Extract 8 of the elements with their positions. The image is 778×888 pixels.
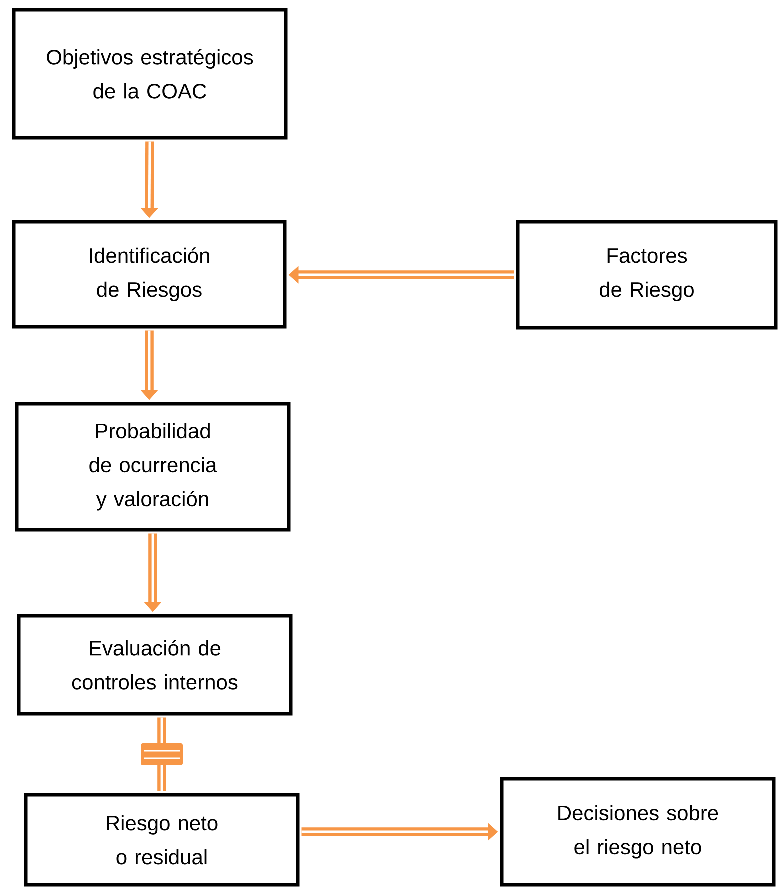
process-box: Riesgo neto o residual [24, 793, 300, 887]
equals-sign [141, 718, 183, 792]
process-box: Probabilidad de ocurrencia y valoración [15, 402, 291, 532]
process-box: Decisiones sobre el riesgo neto [500, 777, 776, 887]
process-box: Factores de Riesgo [516, 220, 778, 330]
process-box: Evaluación de controles internos [17, 614, 293, 716]
process-box: Objetivos estratégicos de la COAC [12, 8, 288, 140]
process-box: Identificación de Riesgos [12, 220, 287, 329]
